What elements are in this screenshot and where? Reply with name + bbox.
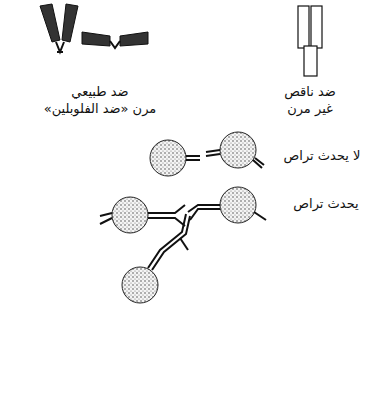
label-text: لا يحدث تراص: [284, 148, 361, 164]
label-text: مرن «ضد الفلوبلين»: [44, 101, 157, 117]
natural-antibody: [40, 4, 78, 52]
incomplete-antibody: [298, 6, 322, 76]
label-text: ضد ناقص: [284, 84, 336, 100]
label-text: يحدث تراص: [293, 196, 358, 212]
natural-antibody: [82, 32, 148, 48]
no-agglutination: [150, 132, 264, 176]
label-text: ضد طبيعي: [71, 84, 128, 100]
label-text: غير مرن: [287, 101, 333, 117]
agglutination: [100, 187, 266, 303]
